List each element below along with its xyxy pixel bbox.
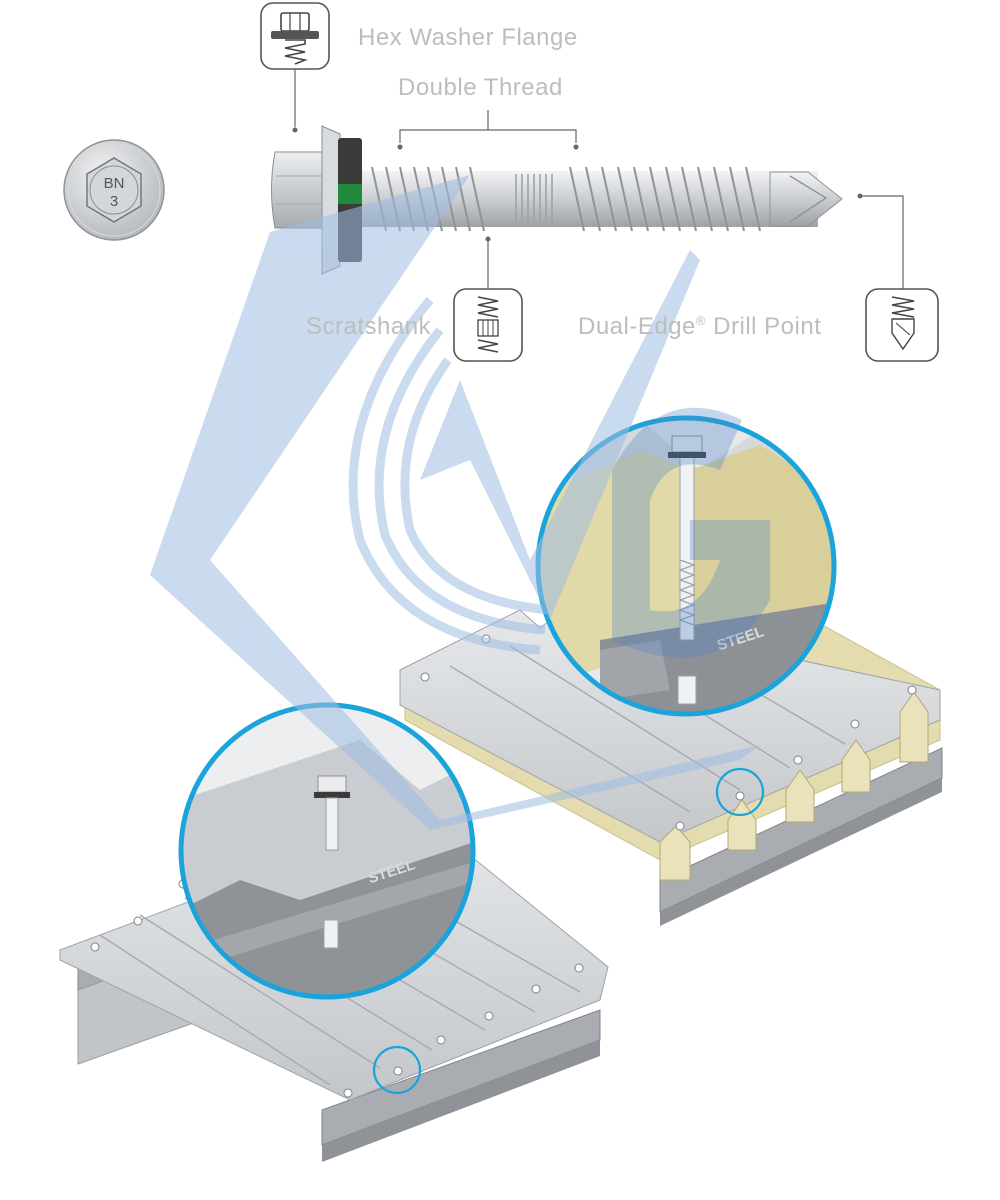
washer-stripe <box>338 184 362 204</box>
drill-point-icon <box>857 193 939 362</box>
head-marking-line1: BN <box>104 175 125 192</box>
scratshank-icon <box>453 236 523 362</box>
label-dual-edge-drill-point: Dual-Edge® Drill Point <box>578 313 821 341</box>
label-drill-point: Drill Point <box>706 313 822 340</box>
head-marking-line2: 3 <box>110 193 118 210</box>
fastener-location-marker-left <box>372 1045 422 1095</box>
label-scratshank: Scratshank <box>306 313 432 340</box>
registered-mark: ® <box>695 313 706 328</box>
label-dual-edge: Dual-Edge <box>578 313 696 340</box>
hex-flange-icon <box>260 2 330 70</box>
head-marking-badge: BN 3 <box>63 139 165 241</box>
label-hex-washer-flange: Hex Washer Flange <box>358 24 578 51</box>
fastener-location-marker-right <box>715 767 765 817</box>
watermark-logo <box>150 175 770 830</box>
double-thread-bracket <box>397 110 579 150</box>
label-double-thread: Double Thread <box>398 74 563 101</box>
